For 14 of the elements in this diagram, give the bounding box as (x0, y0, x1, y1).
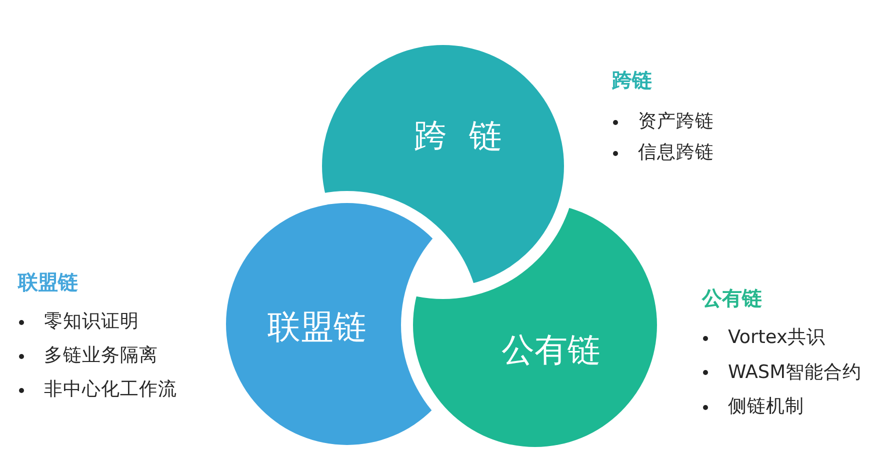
list-item: 侧链机制 (728, 395, 804, 419)
list-heading: 公有链 (702, 286, 762, 310)
circle-label: 跨 链 (414, 116, 502, 156)
list-item: 零知识证明 (44, 310, 139, 334)
list-heading: 联盟链 (18, 270, 78, 294)
list-item: 多链业务隔离 (44, 344, 158, 368)
list-heading: 跨链 (612, 68, 652, 92)
circle-label: 联盟链 (268, 307, 366, 347)
circle-label: 公有链 (502, 330, 600, 370)
list-item: WASM智能合约 (728, 360, 862, 384)
list-item: 资产跨链 (638, 110, 714, 134)
list-item: 非中心化工作流 (44, 378, 177, 402)
list-item: 信息跨链 (638, 141, 714, 165)
list-item: Vortex共识 (728, 326, 826, 350)
